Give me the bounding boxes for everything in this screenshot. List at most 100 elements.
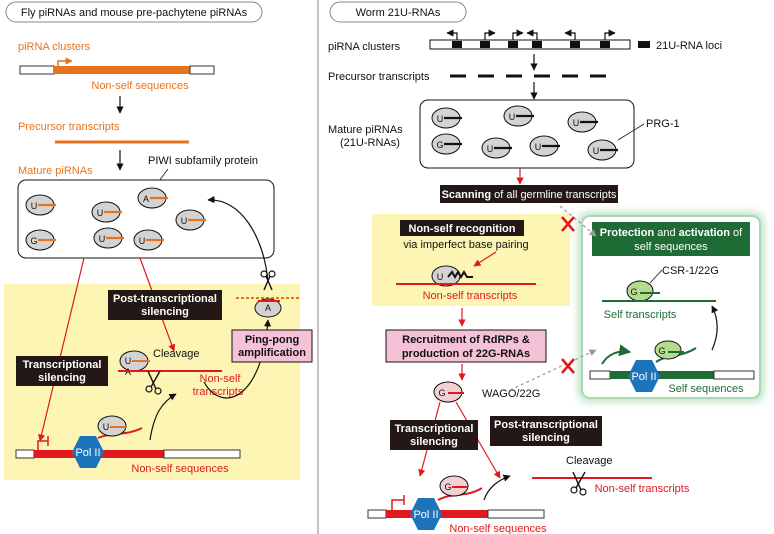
left-cluster-bar-orange <box>54 66 190 74</box>
left-pirna-letter: A <box>143 194 149 204</box>
right-cleavage-label: Cleavage <box>566 455 612 467</box>
right-ptgs-box <box>490 416 602 446</box>
right-title: Worm 21U-RNAs <box>356 7 441 19</box>
left-pirna-3: U <box>175 209 206 231</box>
right-gene-tss-arrow <box>391 499 404 510</box>
locus-direction-arrow <box>604 29 616 40</box>
self-pol-letter: G <box>658 346 665 356</box>
self-polii-hexagon <box>628 360 660 392</box>
right-scissors-icon <box>570 471 587 496</box>
left-piwi-label: PIWI subfamily protein <box>148 155 258 167</box>
left-pirna-letter: U <box>31 201 38 211</box>
self-curve-arrow <box>711 305 719 351</box>
activation-word: activation <box>679 227 731 239</box>
right-scanning-text: Scanning of all germline transcripts <box>442 189 617 201</box>
self-transcripts-label: Self transcripts <box>604 309 677 321</box>
right-nonself-transcripts-bottom: Non-self transcripts <box>595 483 690 495</box>
right-loci-legend-box <box>638 41 650 48</box>
locus-direction-arrow <box>564 29 576 40</box>
left-pirna-6: U <box>133 229 164 251</box>
right-pirna-5: U <box>529 135 560 157</box>
blocked-arrow-top <box>559 205 597 237</box>
locus-2 <box>508 41 518 48</box>
right-prg1-label: PRG-1 <box>646 118 680 130</box>
left-pingpong-box <box>231 329 313 363</box>
left-ptgs-box <box>108 290 222 320</box>
left-pirna-group: U U A U G U U <box>25 187 206 251</box>
green-header-line1: Protection and activation of <box>600 227 743 239</box>
right-wago-letter: G <box>438 388 445 398</box>
right-pirna-letter: U <box>535 142 542 152</box>
left-pingpong-protein <box>254 298 282 318</box>
right-pirna-1: U <box>503 105 534 127</box>
left-gene-bar-right <box>163 449 241 459</box>
right-imperfect-label: via imperfect base pairing <box>403 239 528 251</box>
right-panel: Worm 21U-RNAs piRNA clusters 21U-RNA loc… <box>328 1 764 534</box>
locus-direction-arrow <box>512 29 524 40</box>
right-pirna-letter: G <box>436 140 443 150</box>
right-clusters-label: piRNA clusters <box>328 41 401 53</box>
left-tgs-letter: U <box>103 422 110 432</box>
right-pirna-4: U <box>481 137 512 159</box>
right-prg1-pointer <box>617 123 645 141</box>
right-tgs-letter: G <box>444 482 451 492</box>
locus-3 <box>532 41 542 48</box>
right-polii-hexagon <box>410 498 442 530</box>
self-gene-bar-green <box>610 371 714 379</box>
left-pingpong-letter: A <box>265 303 271 313</box>
left-pirna-4: G <box>25 229 56 251</box>
and-word: and <box>654 227 678 239</box>
right-pirna-letter: U <box>593 146 600 156</box>
block-x-icon-top <box>561 216 575 232</box>
right-pirna-0: U <box>431 107 462 129</box>
of-word: of <box>730 227 743 239</box>
left-title-box <box>5 1 263 23</box>
right-nonself-sequences: Non-self sequences <box>449 523 547 534</box>
right-ptgs-line2: silencing <box>522 432 570 444</box>
left-pingpong-line1: Ping-pong <box>245 334 299 346</box>
left-pirna-2: A <box>137 187 168 209</box>
csr1-pointer <box>649 269 663 284</box>
left-mature-label: Mature piRNAs <box>18 165 93 177</box>
right-nonself-transcripts: Non-self transcripts <box>423 290 518 302</box>
locus-4 <box>570 41 580 48</box>
right-recruit-line1: Recruitment of RdRPs & <box>402 334 530 346</box>
left-polii-label: Pol II <box>75 447 100 459</box>
right-scanning-box <box>440 185 618 203</box>
right-recruit-line2: production of 22G-RNAs <box>402 348 530 360</box>
left-cleavage-label: Cleavage <box>153 348 199 360</box>
csr1-letter: G <box>630 287 637 297</box>
left-cluster-bar-left <box>19 65 55 75</box>
left-tgs-curve-arrow <box>149 393 177 441</box>
right-tgs-line2: silencing <box>410 436 458 448</box>
left-tgs-box <box>16 356 108 386</box>
right-pirna-letter: U <box>509 112 516 122</box>
left-gene-tss-arrow <box>37 440 48 450</box>
left-pingpong-arrow-up <box>207 196 269 283</box>
left-clusters-label: piRNA clusters <box>18 41 91 53</box>
right-recognition-letter: U <box>437 272 444 282</box>
right-pirna-letter: U <box>487 144 494 154</box>
locus-direction-arrow <box>526 29 538 40</box>
left-pirna-letter: U <box>181 216 188 226</box>
right-pirna-letter: U <box>573 118 580 128</box>
blocked-arrow-bottom <box>509 349 597 391</box>
left-nonself-transcripts-1: Non-self <box>200 373 242 385</box>
left-nonself-sequences: Non-self sequences <box>91 80 189 92</box>
left-ptgs-line1: Post-transcriptional <box>113 293 217 305</box>
left-polii-hexagon <box>72 436 104 468</box>
self-polii-label: Pol II <box>631 371 656 383</box>
left-pirna-letter: U <box>99 234 106 244</box>
left-pirna-5: U <box>93 227 124 249</box>
left-pirna-1: U <box>91 201 122 223</box>
right-pirna-6: U <box>587 139 618 161</box>
right-wago-label: WAGO/22G <box>482 388 540 400</box>
right-mature-label-2: (21U-RNAs) <box>340 137 400 149</box>
right-cluster-bar <box>429 39 631 50</box>
left-pirna-letter: U <box>139 236 146 246</box>
left-pingpong-line2: amplification <box>238 347 306 359</box>
left-pirna-0: U <box>25 194 56 216</box>
left-precursor-label: Precursor transcripts <box>18 121 120 133</box>
locus-5 <box>600 41 610 48</box>
left-gene-bar-left <box>15 449 35 459</box>
